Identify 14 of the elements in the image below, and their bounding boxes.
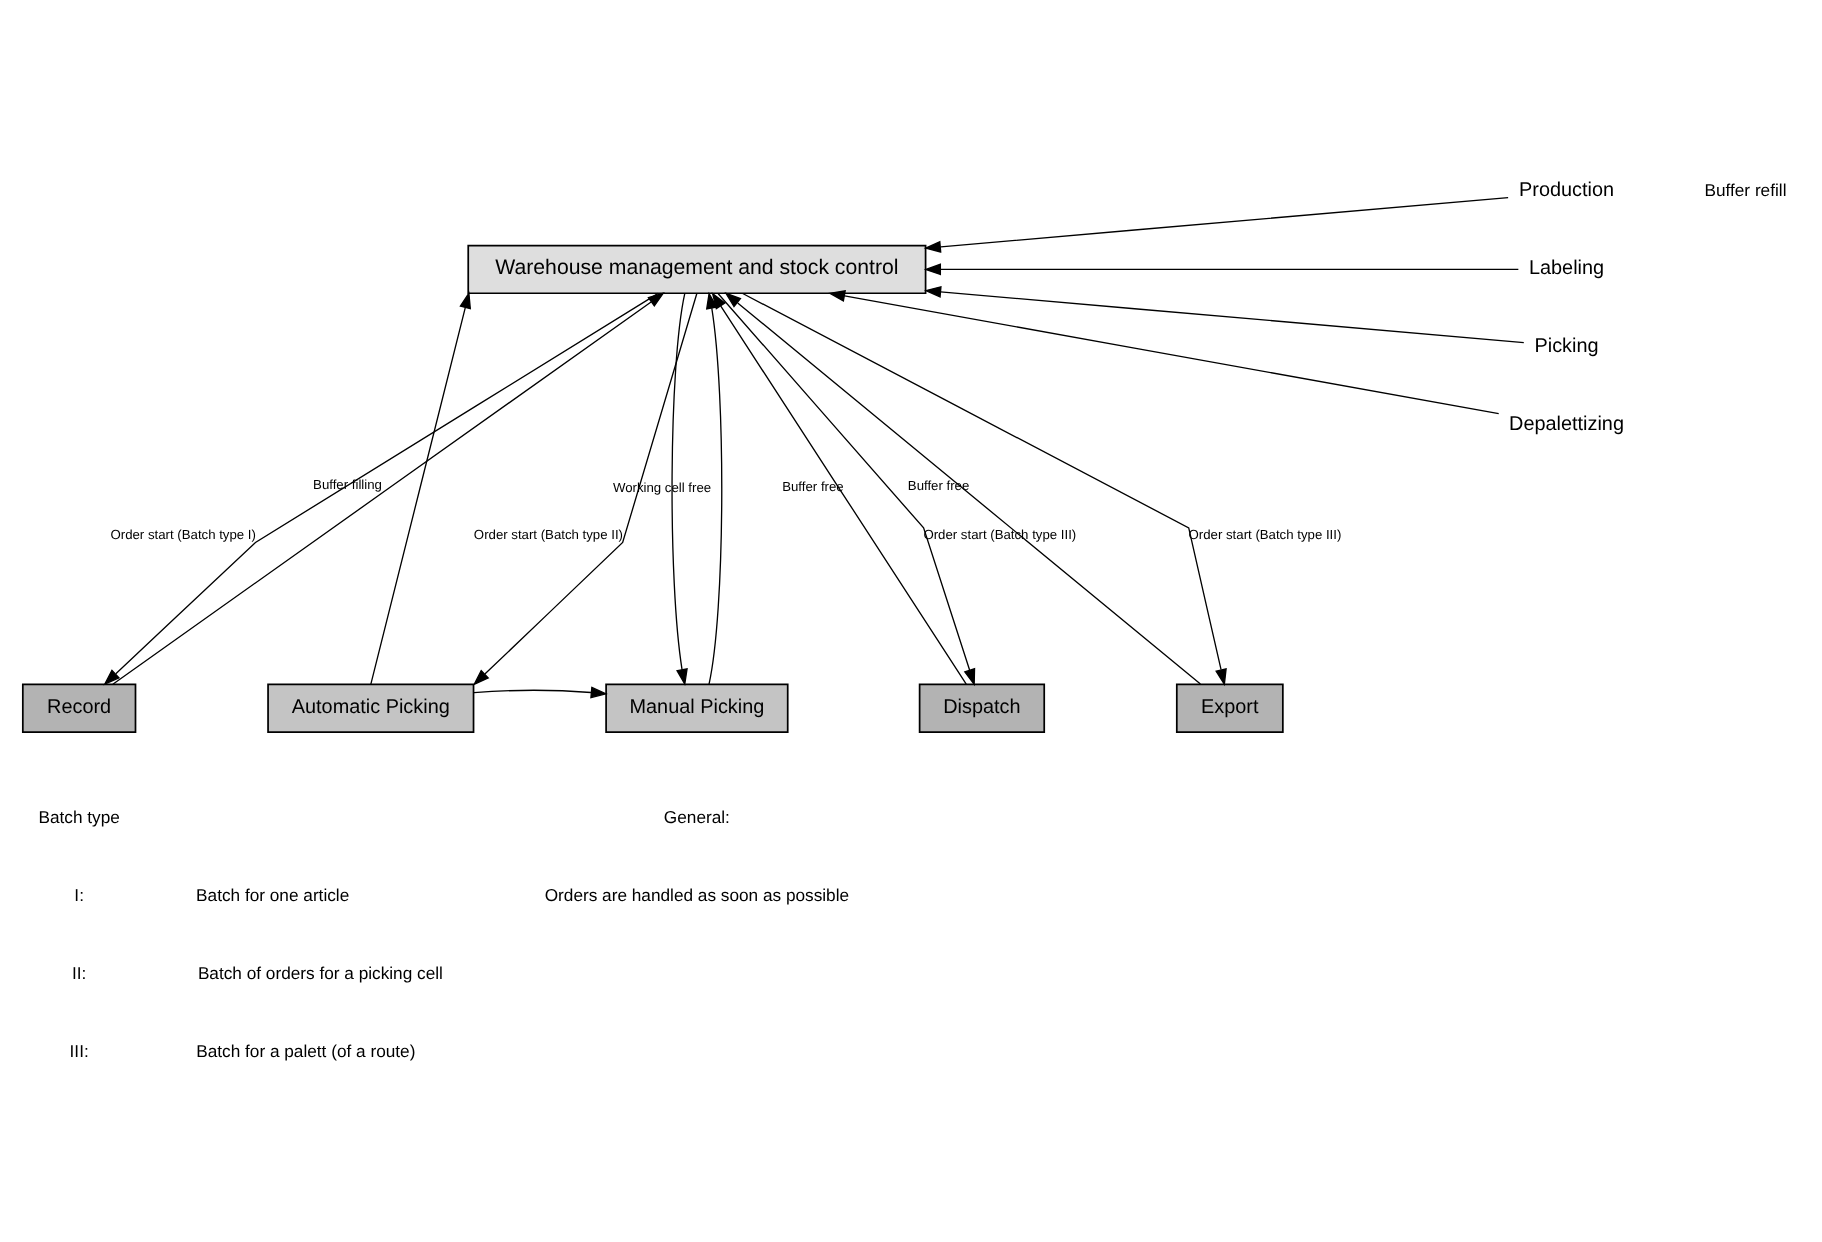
- node-text: Picking: [1534, 335, 1599, 358]
- label: General:: [663, 805, 730, 826]
- label: I:: [74, 883, 84, 904]
- label: II:: [71, 962, 87, 983]
- node-text: Labeling: [1528, 257, 1605, 280]
- label: III:: [69, 1040, 89, 1061]
- node-text: Depalettizing: [1509, 413, 1624, 436]
- label: Orders are handled as soon as possible: [544, 883, 850, 904]
- label: Buffer refill: [1704, 178, 1787, 199]
- node-text: Production: [1519, 178, 1615, 201]
- label: Batch of orders for a picking cell: [197, 962, 443, 983]
- label: Batch for one article: [196, 883, 350, 904]
- label: Batch for a palett (of a route): [196, 1040, 416, 1061]
- label: Batch type: [38, 805, 120, 826]
